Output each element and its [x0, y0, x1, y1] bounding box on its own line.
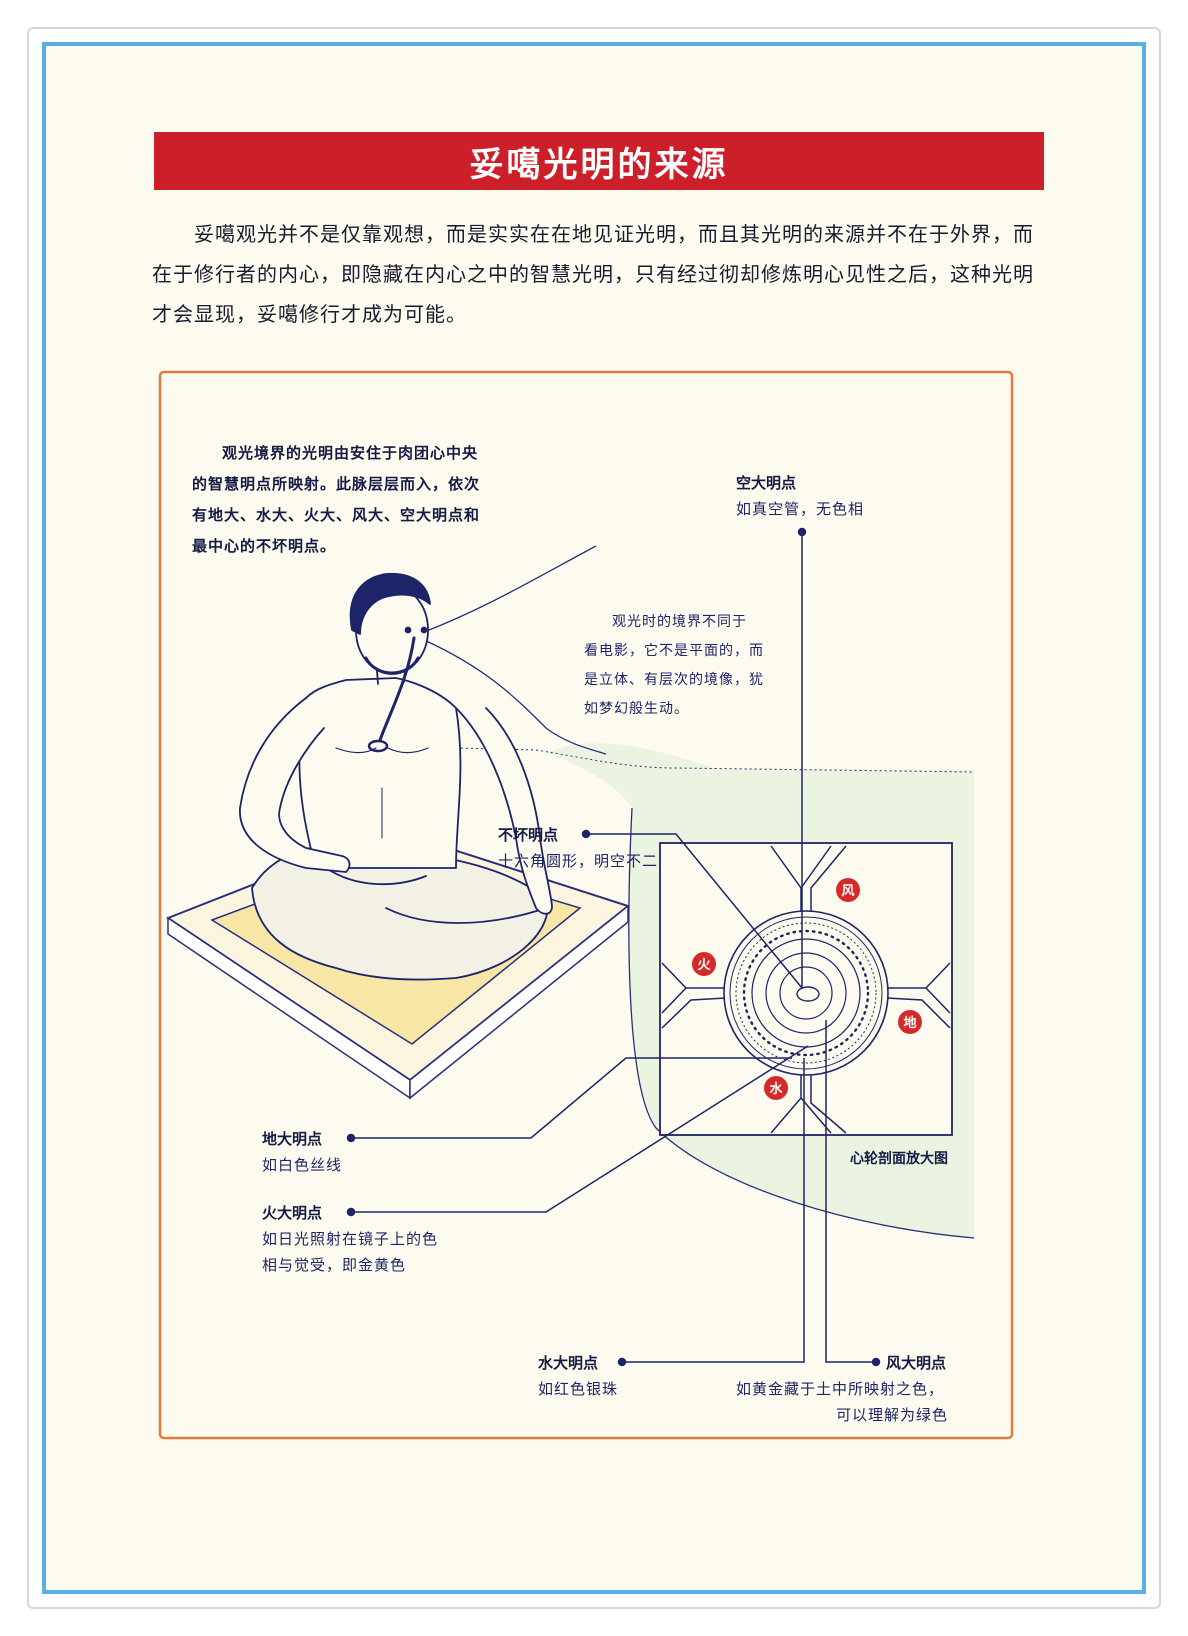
water-label: 水大明点: [538, 1354, 599, 1372]
water-badge: 水: [764, 1076, 788, 1100]
vision-note-line-3: 是立体、有层次的境像，犹: [584, 672, 764, 688]
wind-desc-line-2: 可以理解为绿色: [836, 1406, 949, 1424]
main-note: 观光境界的光明由安住于肉团心中央 的智慧明点所映射。此脉层层而入，依次 有地大、…: [192, 438, 552, 562]
water-desc: 如红色银珠: [538, 1380, 619, 1398]
indestructible-label: 不坏明点: [498, 826, 559, 844]
vision-note-line-1: 观光时的境界不同于: [612, 614, 747, 630]
earth-leader: [351, 1057, 792, 1139]
book-page: 妥噶光明的来源 妥噶观光并不是仅靠观想，而是实实在在地见证光明，而且其光明的来源…: [42, 42, 1146, 1594]
water-badge-text: 水: [769, 1081, 783, 1097]
vision-note: 观光时的境界不同于 看电影，它不是平面的，而 是立体、有层次的境像，犹 如梦幻般…: [584, 608, 814, 724]
page-title: 妥噶光明的来源: [469, 144, 729, 185]
diagram-caption: 心轮剖面放大图: [850, 1151, 948, 1167]
title-banner: 妥噶光明的来源: [154, 132, 1044, 190]
indestructible-desc: 十六角圆形，明空不二: [498, 852, 659, 870]
earth-badge: 地: [898, 1010, 922, 1034]
illustration-drawing: 风 火 地 水: [158, 370, 1014, 1440]
wind-leader: [825, 1020, 876, 1363]
practitioner-figure: [239, 572, 553, 981]
water-leader: [622, 1058, 805, 1363]
vision-horizon: [455, 747, 975, 773]
fire-label: 火大明点: [262, 1204, 323, 1222]
wind-desc-line-1: 如黄金藏于土中所映射之色，: [736, 1380, 945, 1398]
space-label: 空大明点: [736, 474, 797, 492]
panel-border: [158, 370, 1014, 1440]
space-desc: 如真空管，无色相: [736, 500, 865, 518]
illustration-panel: 风 火 地 水: [156, 368, 1018, 1444]
fire-desc-line-2: 相与觉受，即金黄色: [262, 1256, 407, 1274]
indestructible-leader: [586, 833, 803, 989]
fire-badge: 火: [692, 952, 716, 976]
vision-note-line-4: 如梦幻般生动。: [584, 701, 689, 717]
earth-label: 地大明点: [262, 1130, 323, 1148]
wind-label: 风大明点: [886, 1354, 947, 1372]
wind-badge: 风: [836, 878, 860, 902]
vision-note-line-2: 看电影，它不是平面的，而: [584, 643, 764, 659]
wind-badge-text: 风: [841, 884, 854, 899]
heart-chakra-diagram: 风 火 地 水: [659, 842, 953, 1136]
intro-paragraph: 妥噶观光并不是仅靠观想，而是实实在在地见证光明，而且其光明的来源并不在于外界，而…: [152, 222, 1034, 326]
fire-desc-line-1: 如日光照射在镜子上的色: [262, 1230, 439, 1248]
main-note-line-3: 有地大、水大、火大、风大、空大明点和: [192, 506, 481, 524]
fire-leader: [351, 1045, 809, 1213]
light-ray-upper: [423, 545, 597, 633]
light-ray-lower: [423, 639, 607, 755]
main-note-line-1: 观光境界的光明由安住于肉团心中央: [222, 444, 479, 462]
main-note-line-2: 的智慧明点所映射。此脉层层而入，依次: [192, 475, 481, 493]
cushion-side-right: [409, 904, 629, 1100]
earth-badge-text: 地: [903, 1015, 916, 1031]
vision-curve: [628, 807, 975, 1239]
main-note-line-4: 最中心的不坏明点。: [192, 537, 337, 555]
earth-desc: 如白色丝线: [262, 1156, 343, 1174]
fire-badge-text: 火: [697, 958, 711, 973]
